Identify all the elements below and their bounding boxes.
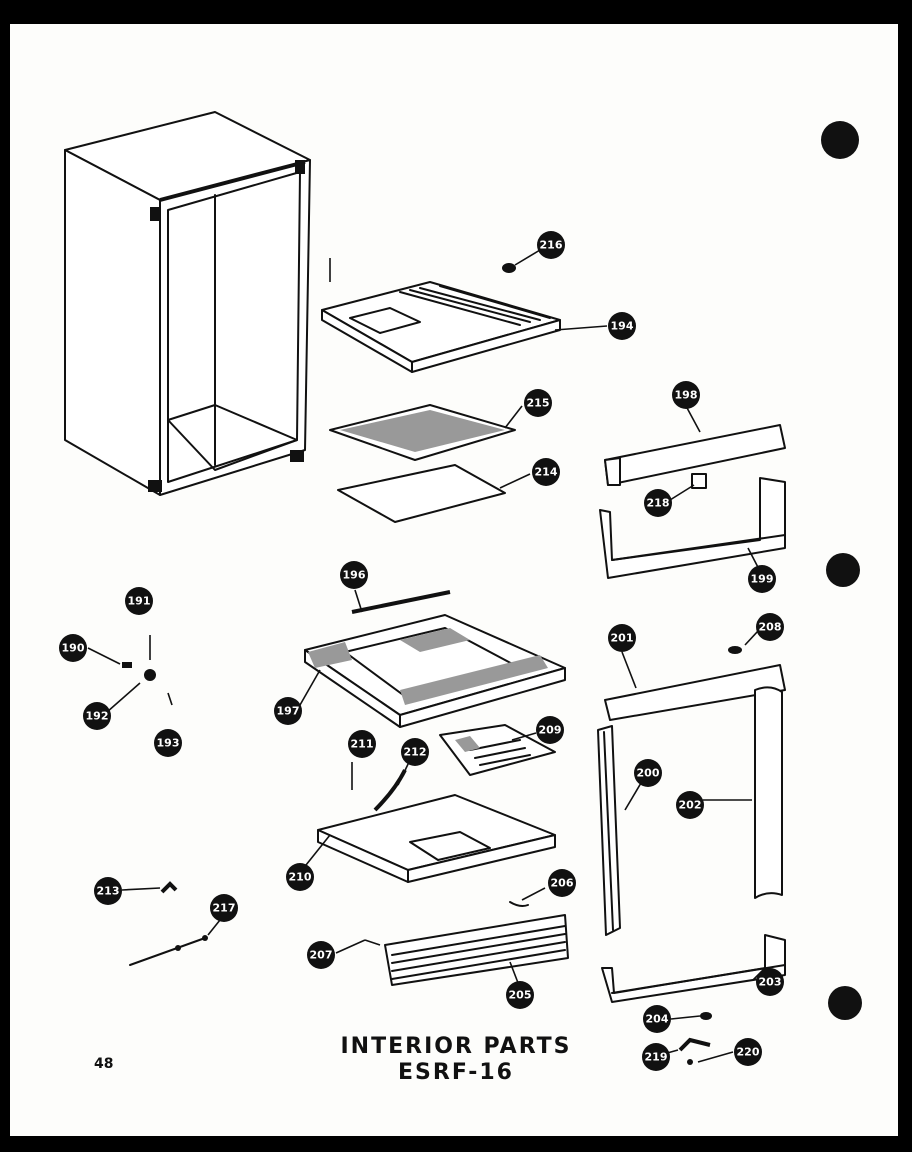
callout-218: 218: [644, 489, 672, 517]
shelf-clips: [678, 1012, 712, 1065]
svg-text:214: 214: [535, 466, 558, 479]
svg-text:210: 210: [289, 871, 312, 884]
svg-text:211: 211: [351, 738, 374, 751]
callout-216: 216: [537, 231, 565, 259]
door-shelf-bottom: [601, 934, 786, 1003]
callout-199: 199: [748, 565, 776, 593]
callout-192: 192: [83, 702, 111, 730]
door-shelf-lower: [599, 477, 786, 579]
svg-text:219: 219: [645, 1051, 668, 1064]
svg-text:206: 206: [551, 877, 574, 890]
crisper-cover-insulation: [329, 404, 516, 461]
callout-217: 217: [210, 894, 238, 922]
callout-215: 215: [524, 389, 552, 417]
callout-213: 213: [94, 877, 122, 905]
callout-214: 214: [532, 458, 560, 486]
svg-text:197: 197: [277, 705, 300, 718]
callout-204: 204: [643, 1005, 671, 1033]
callout-219: 219: [642, 1043, 670, 1071]
svg-text:193: 193: [157, 737, 180, 750]
callout-220: 220: [734, 1038, 762, 1066]
callout-211: 211: [348, 730, 376, 758]
callout-203: 203: [756, 968, 784, 996]
svg-text:213: 213: [97, 885, 120, 898]
crisper-front: [364, 901, 569, 986]
callout-208: 208: [756, 613, 784, 641]
svg-text:202: 202: [679, 799, 702, 812]
door-side-rail-left: [597, 725, 621, 936]
hinge-hardware: [122, 635, 173, 706]
callout-193: 193: [154, 729, 182, 757]
svg-text:220: 220: [737, 1046, 760, 1059]
crisper-frame: [304, 590, 566, 728]
svg-text:212: 212: [404, 746, 427, 759]
crisper-pan: [317, 762, 556, 883]
door-shelf-top: [604, 646, 786, 721]
svg-text:204: 204: [646, 1013, 669, 1026]
diagram-title: INTERIOR PARTS: [340, 1034, 572, 1059]
callout-206: 206: [548, 869, 576, 897]
callout-202: 202: [676, 791, 704, 819]
binder-hole-middle: [826, 553, 860, 587]
callout-205: 205: [506, 981, 534, 1009]
svg-text:215: 215: [527, 397, 550, 410]
glass-shelf: [337, 464, 506, 523]
door-shelf-upper: [604, 424, 786, 489]
callout-196: 196: [340, 561, 368, 589]
callout-198: 198: [672, 381, 700, 409]
callout-194: 194: [608, 312, 636, 340]
svg-text:209: 209: [539, 724, 562, 737]
callout-191: 191: [125, 587, 153, 615]
svg-text:203: 203: [759, 976, 782, 989]
binder-hole-top: [821, 121, 859, 159]
svg-text:218: 218: [647, 497, 670, 510]
svg-text:216: 216: [540, 239, 563, 252]
svg-text:205: 205: [509, 989, 532, 1002]
svg-text:201: 201: [611, 632, 634, 645]
svg-text:198: 198: [675, 389, 698, 402]
door-side-rail-right: [754, 686, 783, 899]
callout-190: 190: [59, 634, 87, 662]
callout-200: 200: [634, 759, 662, 787]
callout-209: 209: [536, 716, 564, 744]
svg-text:192: 192: [86, 710, 109, 723]
callout-210: 210: [286, 863, 314, 891]
svg-text:207: 207: [310, 949, 333, 962]
svg-text:196: 196: [343, 569, 366, 582]
cabinet-liner: [64, 111, 311, 496]
svg-text:194: 194: [611, 320, 634, 333]
svg-text:191: 191: [128, 595, 151, 608]
svg-text:200: 200: [637, 767, 660, 780]
crisper-cover-support: [439, 724, 556, 776]
callout-197: 197: [274, 697, 302, 725]
callout-212: 212: [401, 738, 429, 766]
svg-text:208: 208: [759, 621, 782, 634]
model-number: ESRF-16: [398, 1060, 514, 1085]
callout-207: 207: [307, 941, 335, 969]
svg-text:217: 217: [213, 902, 236, 915]
callout-201: 201: [608, 624, 636, 652]
binder-hole-bottom: [828, 986, 862, 1020]
top-shelf: [321, 258, 561, 373]
thermostat-parts: [129, 881, 208, 966]
svg-text:199: 199: [751, 573, 774, 586]
svg-text:190: 190: [62, 642, 85, 655]
page-number: 48: [94, 1056, 114, 1072]
